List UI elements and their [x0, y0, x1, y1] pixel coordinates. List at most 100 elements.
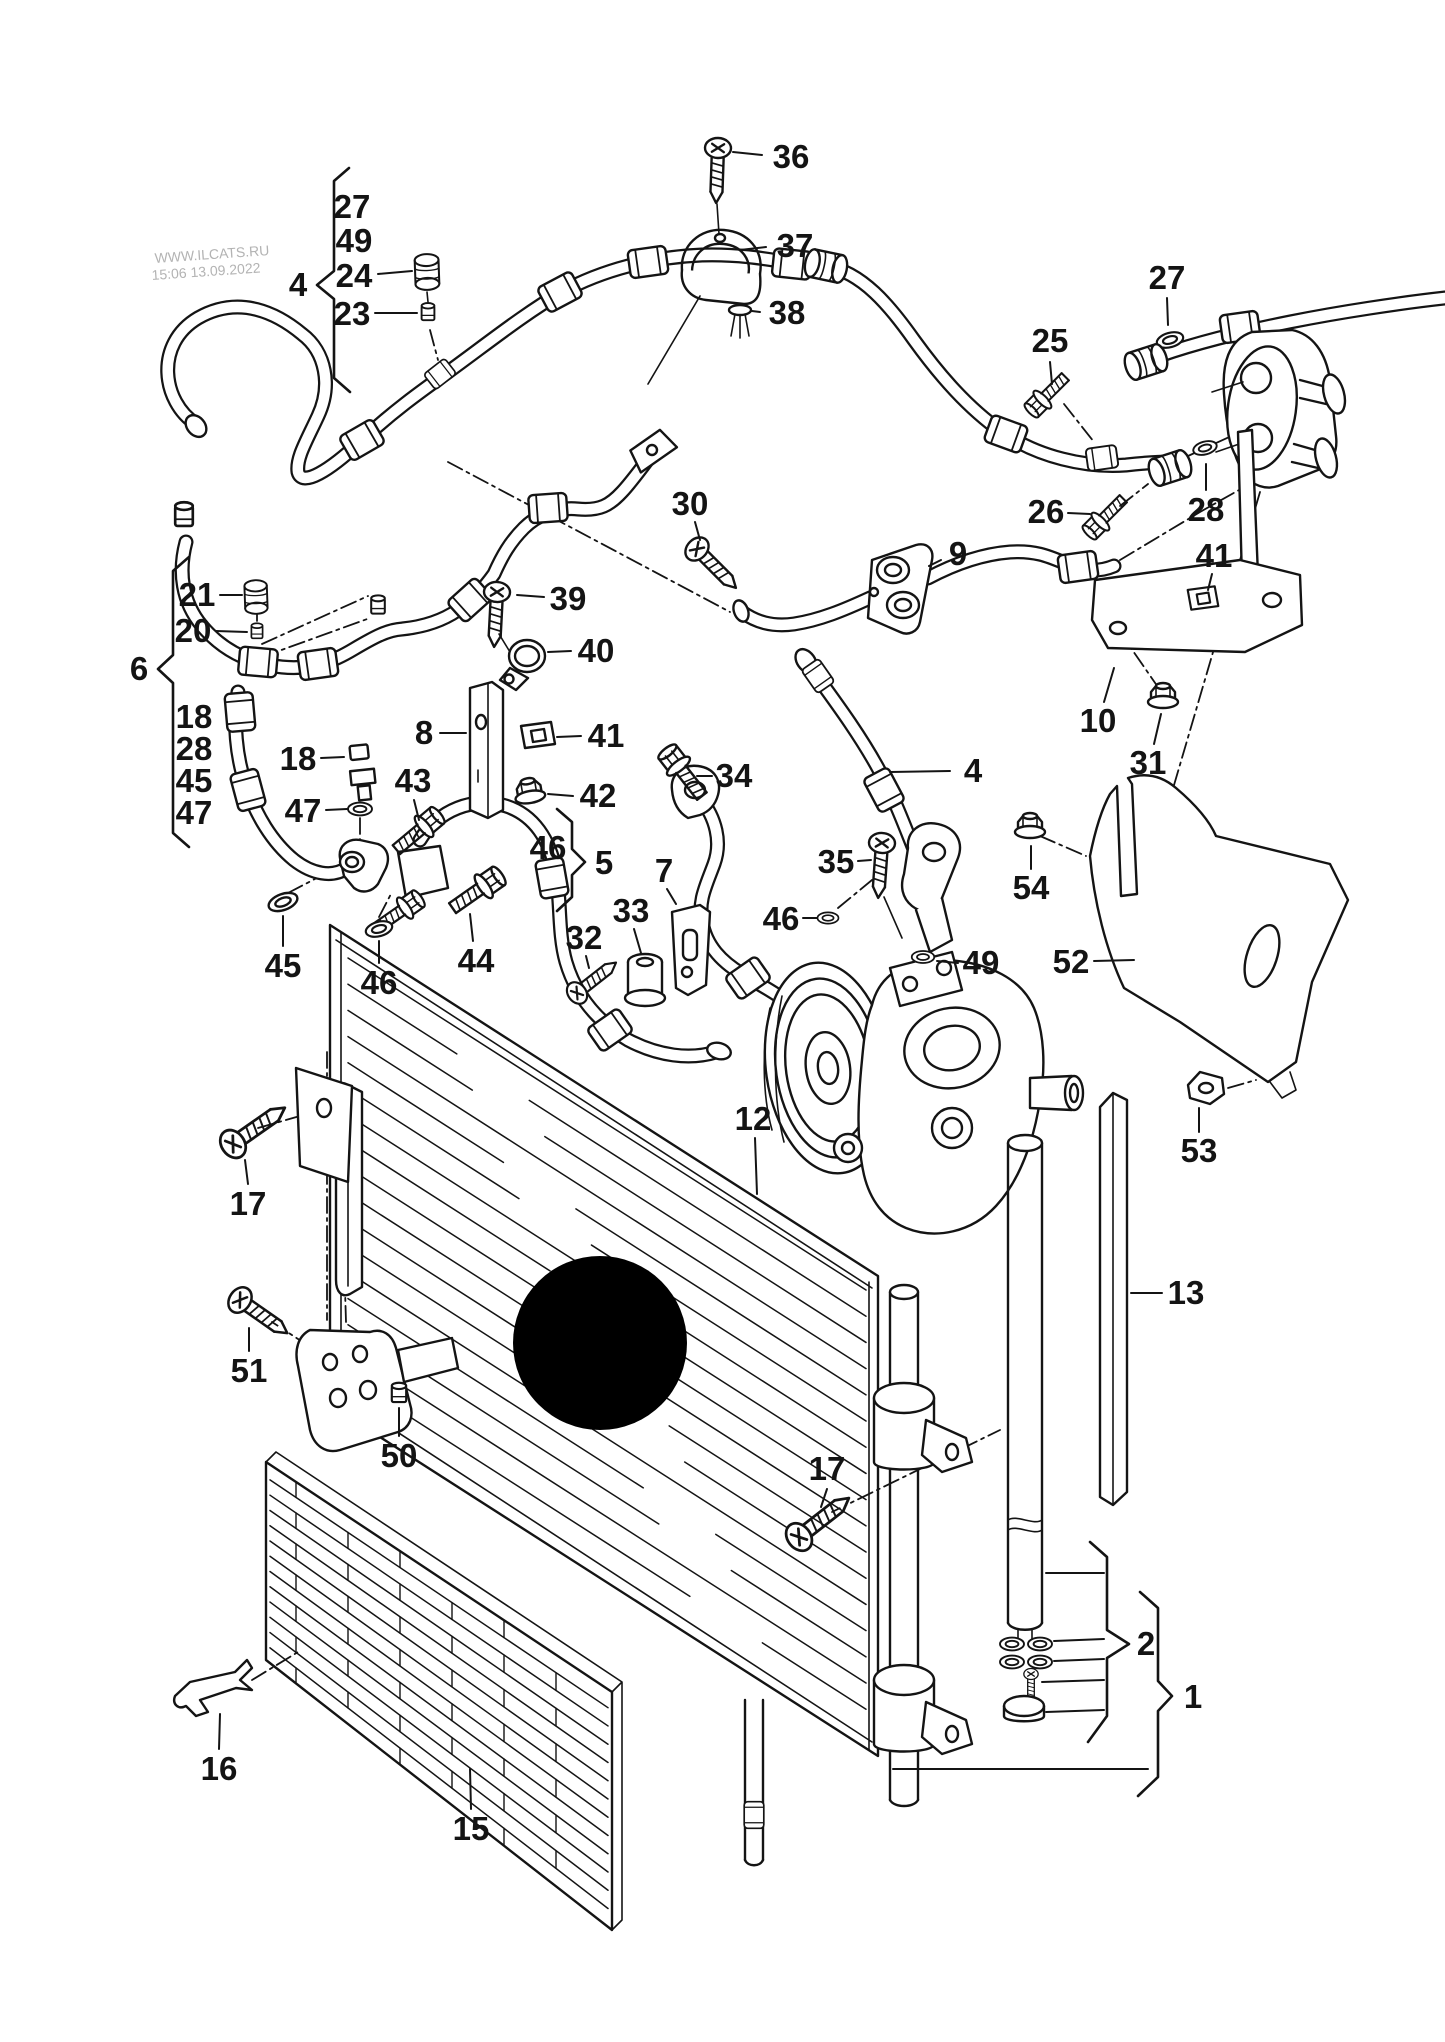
- condenser-fin: [347, 1009, 474, 1091]
- belt-guard: [1088, 774, 1350, 1106]
- grille-slat: [269, 1479, 609, 1709]
- callout-47-29: 47: [285, 792, 322, 829]
- leader-line-44: [469, 913, 474, 942]
- leader-line-39: [516, 594, 545, 598]
- leader-line-31: [1153, 713, 1162, 745]
- callout-4-57: 4: [964, 752, 983, 789]
- callout-13-47: 13: [1168, 1274, 1205, 1311]
- bracket-group-6: [156, 555, 191, 849]
- callout-42-26: 42: [580, 777, 617, 814]
- leader-line-26: [1067, 512, 1091, 515]
- condenser-fin: [347, 1088, 520, 1200]
- condenser-fin: [347, 1140, 551, 1272]
- condenser-fin: [347, 1297, 645, 1489]
- condenser-fins: [347, 957, 867, 1710]
- leader-line-35: [857, 859, 872, 862]
- condenser-fin: [347, 1166, 567, 1308]
- callout-37-1: 37: [777, 227, 814, 264]
- bulkhead-plate: [1090, 328, 1347, 654]
- fittings: [338, 203, 934, 1008]
- callout-46-31: 46: [530, 829, 567, 866]
- condenser-fin: [715, 1533, 867, 1632]
- callout-45-20: 45: [176, 762, 213, 799]
- callout-27-9: 27: [1149, 259, 1186, 296]
- tube-clamp-lower: [872, 1663, 974, 1756]
- leader-line-49: [936, 960, 959, 964]
- callout-34-27: 34: [716, 757, 753, 794]
- condenser-fin: [683, 1461, 867, 1579]
- condenser-fin: [668, 1425, 867, 1553]
- tube-clamp-upper: [872, 1381, 974, 1474]
- bracket-group-4: [315, 166, 352, 394]
- leader-line-4: [889, 770, 951, 773]
- callout-49-41: 49: [963, 944, 1000, 981]
- callout-1-54: 1: [1184, 1678, 1202, 1715]
- callout-12-46: 12: [735, 1100, 772, 1137]
- receiver-drier: [892, 1133, 1149, 1770]
- hose-sleeves: [173, 244, 1262, 1061]
- grille-slat: [269, 1494, 609, 1727]
- leader-line-42: [547, 793, 574, 797]
- callout-26-10: 26: [1028, 493, 1065, 530]
- watermark: WWW.ILCATS.RU 15:06 13.09.2022: [151, 242, 270, 283]
- condenser-fin: [347, 1062, 505, 1164]
- leader-line-27: [1166, 297, 1169, 326]
- callout-46-40: 46: [763, 900, 800, 937]
- callout-36-0: 36: [773, 138, 810, 175]
- condenser-fin: [575, 1208, 867, 1396]
- grille-slat: [269, 1524, 609, 1764]
- grille-slat: [269, 1509, 609, 1745]
- bracket-group-2: [1086, 1540, 1131, 1744]
- leader-line-15: [469, 1768, 472, 1810]
- callout-28-19: 28: [176, 730, 213, 767]
- callout-21-15: 21: [179, 576, 216, 613]
- leader-line-37: [739, 246, 767, 251]
- grille-slat: [269, 1601, 609, 1855]
- leader-line-9: [928, 559, 942, 567]
- callout-35-39: 35: [818, 843, 855, 880]
- callout-41-12: 41: [1196, 537, 1233, 574]
- callout-46-37: 46: [361, 964, 398, 1001]
- leader-line-25: [1049, 361, 1053, 385]
- callout-33-34: 33: [613, 892, 650, 929]
- callout-7-33: 7: [655, 852, 673, 889]
- callout-18-18: 18: [176, 698, 213, 735]
- group-brackets: [156, 166, 1174, 1798]
- leader-line-36: [732, 151, 763, 156]
- callout-17-49: 17: [230, 1185, 267, 1222]
- leader-line-52: [1093, 959, 1135, 962]
- callout-54-42: 54: [1013, 869, 1050, 906]
- callout-6-17: 6: [130, 650, 148, 687]
- leader-line-17: [244, 1159, 249, 1185]
- condenser-fin: [347, 983, 458, 1055]
- leader-line-32: [585, 955, 590, 969]
- grille-clip: [173, 1658, 254, 1718]
- watermark-line2: 15:06 13.09.2022: [151, 259, 261, 283]
- leader-line-20: [215, 630, 248, 633]
- grille-slat: [269, 1540, 609, 1782]
- grille-slat: [269, 1570, 609, 1818]
- compressor: [763, 822, 1085, 1235]
- condenser-fin: [730, 1569, 867, 1658]
- grille-slat: [269, 1586, 609, 1837]
- callout-45-38: 45: [265, 947, 302, 984]
- leader-line-12: [754, 1137, 758, 1195]
- callout-23-6: 23: [334, 295, 371, 332]
- callout-32-35: 32: [566, 919, 603, 956]
- leader-line-7: [666, 888, 677, 905]
- callout-52-43: 52: [1053, 943, 1090, 980]
- callout-40-23: 40: [578, 632, 615, 669]
- callout-10-44: 10: [1080, 702, 1117, 739]
- leader-line-41: [1207, 573, 1213, 591]
- callout-5-32: 5: [595, 844, 613, 881]
- callout-16-55: 16: [201, 1750, 238, 1787]
- callout-18-28: 18: [280, 740, 317, 777]
- callout-43-30: 43: [395, 762, 432, 799]
- leader-line-40: [547, 650, 572, 653]
- callout-9-14: 9: [949, 535, 967, 572]
- callout-27-3: 27: [334, 188, 371, 225]
- callout-31-45: 31: [1130, 744, 1167, 781]
- sealing-strip: [1098, 1091, 1129, 1507]
